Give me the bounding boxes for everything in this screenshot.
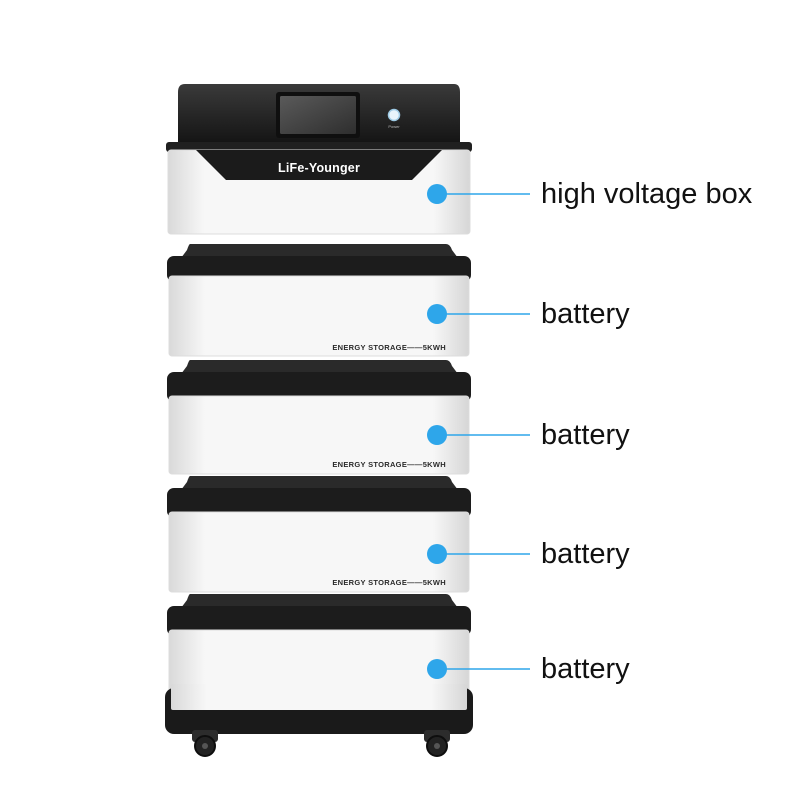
battery-lid [181,476,458,490]
callout-dot-icon [427,304,447,324]
callout-label: battery [541,538,630,570]
callout-label: battery [541,419,630,451]
callout-battery-2: battery [427,419,630,451]
callout-dot-icon [427,184,447,204]
callout-dot-icon [427,659,447,679]
battery-lid [181,360,458,374]
battery-module-1: ENERGY STORAGE——5KWH [167,244,471,357]
power-label: Power [388,124,400,129]
callout-label: battery [541,298,630,330]
module-label: ENERGY STORAGE——5KWH [332,343,446,352]
callout-battery-3: battery [427,538,630,570]
module-label: ENERGY STORAGE——5KWH [332,460,446,469]
callout-label: battery [541,653,630,685]
brand-band [196,150,442,180]
module-label: ENERGY STORAGE——5KWH [332,578,446,587]
callout-battery-4: battery [427,653,630,685]
battery-top-rim [167,488,471,518]
power-button-icon [387,108,401,122]
battery-module-3: ENERGY STORAGE——5KWH [167,476,471,593]
base-inner [171,684,467,710]
wheeled-base [165,684,473,757]
battery-top-rim [167,606,471,636]
battery-module-2: ENERGY STORAGE——5KWH [167,360,471,475]
touch-screen [280,96,356,134]
battery-lid [181,594,458,608]
callout-dot-icon [427,425,447,445]
brand-logo-text: LiFe-Younger [278,161,360,175]
battery-body [168,275,470,357]
callout-label: high voltage box [541,178,753,210]
battery-body [168,511,470,593]
callout-high-voltage-box: high voltage box [427,178,753,210]
battery-lid [181,244,458,258]
callout-dot-icon [427,544,447,564]
high-voltage-box: Power LiFe-Younger [166,84,472,235]
battery-top-rim [167,372,471,402]
callout-battery-1: battery [427,298,630,330]
